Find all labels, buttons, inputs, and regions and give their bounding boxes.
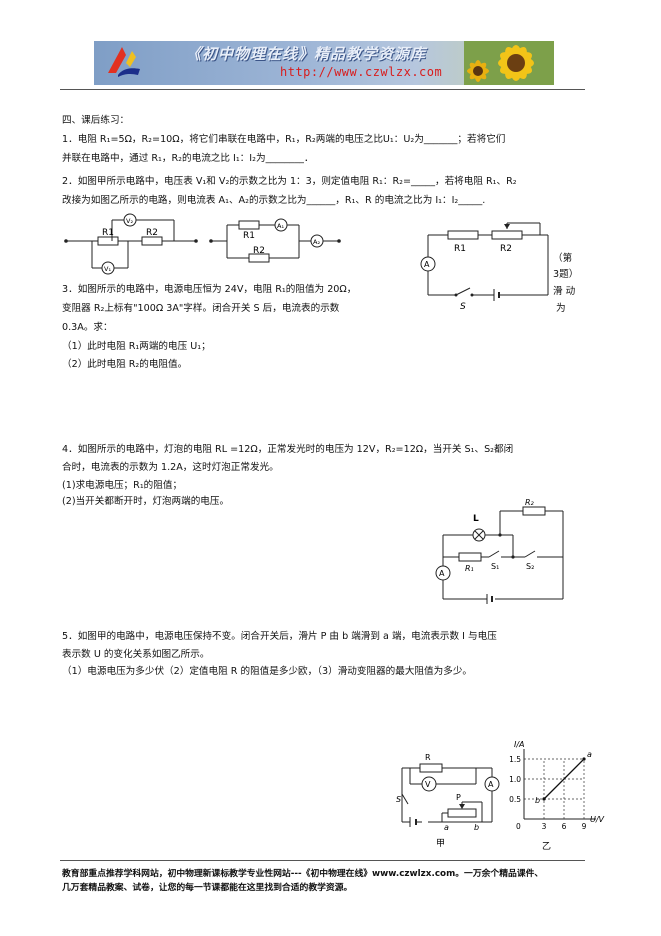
graph-y-tick-0.5: 0.5 [509,795,521,804]
q5-line-2: 表示数 U 的变化关系如图乙所示。 [62,649,210,660]
graph-y-unit: I/A [514,740,525,749]
q3-side-2: 3题） [553,269,579,280]
graph-point-a-label: a [587,750,592,759]
q1-line-2: 并联在电路中，通过 R₁，R₂的电流之比 I₁：I₂为________． [62,153,314,164]
site-logo-icon [108,47,140,77]
q4-figure: L R₂ R₁ S₁ S₂ A [425,498,565,605]
fig-jia-r2-label: R2 [146,228,158,238]
q4-line-2: 合时，电流表的示数为 1.2A，这时灯泡正常发光。 [62,462,279,473]
graph-x-tick-9: 9 [582,822,587,831]
fig-q4-s2-label: S₂ [526,562,534,571]
graph-x-tick-6: 6 [562,822,567,831]
q3-sub-1: （1）此时电阻 R₁两端的电压 U₁； [62,341,211,352]
q3-line-2: 变阻器 R₂上标有"100Ω 3A"字样。闭合开关 S 后，电流表的示数 [62,303,340,314]
fig-q5-end-b-label: b [474,823,479,832]
q3-side-4: 为 [556,303,566,314]
graph-origin-label: 0 [516,822,521,831]
q3-line-1: 3．如图所示的电路中，电源电压恒为 24V，电阻 R₁的阻值为 20Ω， [62,284,357,295]
sunflower-icon [464,41,554,85]
fig-q3-r2-label: R2 [500,244,512,254]
q3-figure: R1 R2 A S [410,215,550,315]
section-title: 四、课后练习： [62,115,130,126]
q2-figure-jia: R1 R2 V₁ V₂ [62,210,202,275]
q3-sub-2: （2）此时电阻 R₂的电阻值。 [62,359,188,370]
q5-line-3: （1）电源电压为多少伏（2）定值电阻 R 的阻值是多少欧，（3）滑动变阻器的最大… [62,666,473,677]
fig-q3-ammeter-label: A [424,260,430,269]
fig-q4-ammeter-label: A [439,569,445,578]
fig-q5-voltmeter-label: V [425,780,431,789]
fig-q5-caption-jia: 甲 [436,838,445,849]
q2-line-2: 改接为如图乙所示的电路，则电流表 A₁、A₂的示数之比为______，R₁、R … [62,195,486,206]
q5-graph-yi: I/A U/V 1.5 1.0 0.5 0 3 6 9 a b 乙 [508,740,608,852]
fig-q3-r1-label: R1 [454,244,466,254]
graph-x-unit: U/V [590,815,605,824]
fig-jia-v2-label: V₂ [126,217,133,225]
fig-yi-a1-label: A₁ [277,222,284,230]
footer-line-1: 教育部重点推荐学科网站，初中物理新课标教学专业性网站---《初中物理在线》www… [62,869,544,879]
graph-x-tick-3: 3 [542,822,547,831]
header-rule [60,89,585,90]
fig-jia-r1-label: R1 [102,228,114,238]
banner-title: 《初中物理在线》精品教学资源库 [186,45,427,63]
footer-rule [60,860,585,861]
fig-q4-r1-label: R₁ [465,564,474,573]
graph-y-tick-1.0: 1.0 [509,775,521,784]
fig-q5-switch-label: S [396,795,401,804]
fig-q5-r-label: R [425,753,431,762]
fig-yi-r2-label: R2 [253,246,265,256]
fig-q3-switch-label: S [460,302,466,312]
q4-line-1: 4．如图所示的电路中，灯泡的电阻 RL =12Ω，正常发光时的电压为 12V，R… [62,444,514,455]
graph-point-b-label: b [535,796,540,805]
header-banner: 《初中物理在线》精品教学资源库 http://www.czwlzx.com [94,41,554,85]
graph-y-tick-1.5: 1.5 [509,755,521,764]
q2-line-1: 2．如图甲所示电路中，电压表 V₁和 V₂的示数之比为 1：3，则定值电阻 R₁… [62,176,517,187]
fig-jia-v1-label: V₁ [104,265,111,273]
q5-figure-jia: R V A S P a b 甲 [392,750,510,850]
fig-q4-s1-label: S₁ [491,562,499,571]
fig-q4-lamp-label: L [473,514,479,524]
fig-q5-ammeter-label: A [488,780,494,789]
fig-q5-end-a-label: a [444,823,449,832]
footer-line-2: 几万套精品教案、试卷，让您的每一节课都能在这里找到合适的教学资源。 [62,883,353,893]
q3-line-3: 0.3A。求： [62,322,113,333]
graph-data-point [542,797,546,801]
q1-line-1: 1．电阻 R₁=5Ω，R₂=10Ω，将它们串联在电路中，R₁，R₂两端的电压之比… [62,134,506,145]
q3-side-1: （第 [553,253,573,264]
banner-url[interactable]: http://www.czwlzx.com [280,65,443,79]
q5-line-1: 5．如图甲的电路中，电源电压保持不变。闭合开关后，滑片 P 由 b 端滑到 a … [62,631,497,642]
fig-yi-r1-label: R1 [243,231,255,241]
fig-q5-slider-label: P [456,793,461,802]
graph-series-line [543,758,585,800]
q2-figure-yi: R1 R2 A₁ A₂ [207,210,347,270]
fig-q5-caption-yi: 乙 [542,841,551,852]
graph-data-point [582,757,586,761]
fig-yi-a2-label: A₂ [313,238,320,246]
q3-side-3: 滑 动 [553,286,576,297]
q4-sub-1: (1)求电源电压；R₁的阻值； [62,480,183,491]
q4-sub-2: (2)当开关都断开时，灯泡两端的电压。 [62,496,230,507]
fig-q4-r2-label: R₂ [525,498,535,507]
